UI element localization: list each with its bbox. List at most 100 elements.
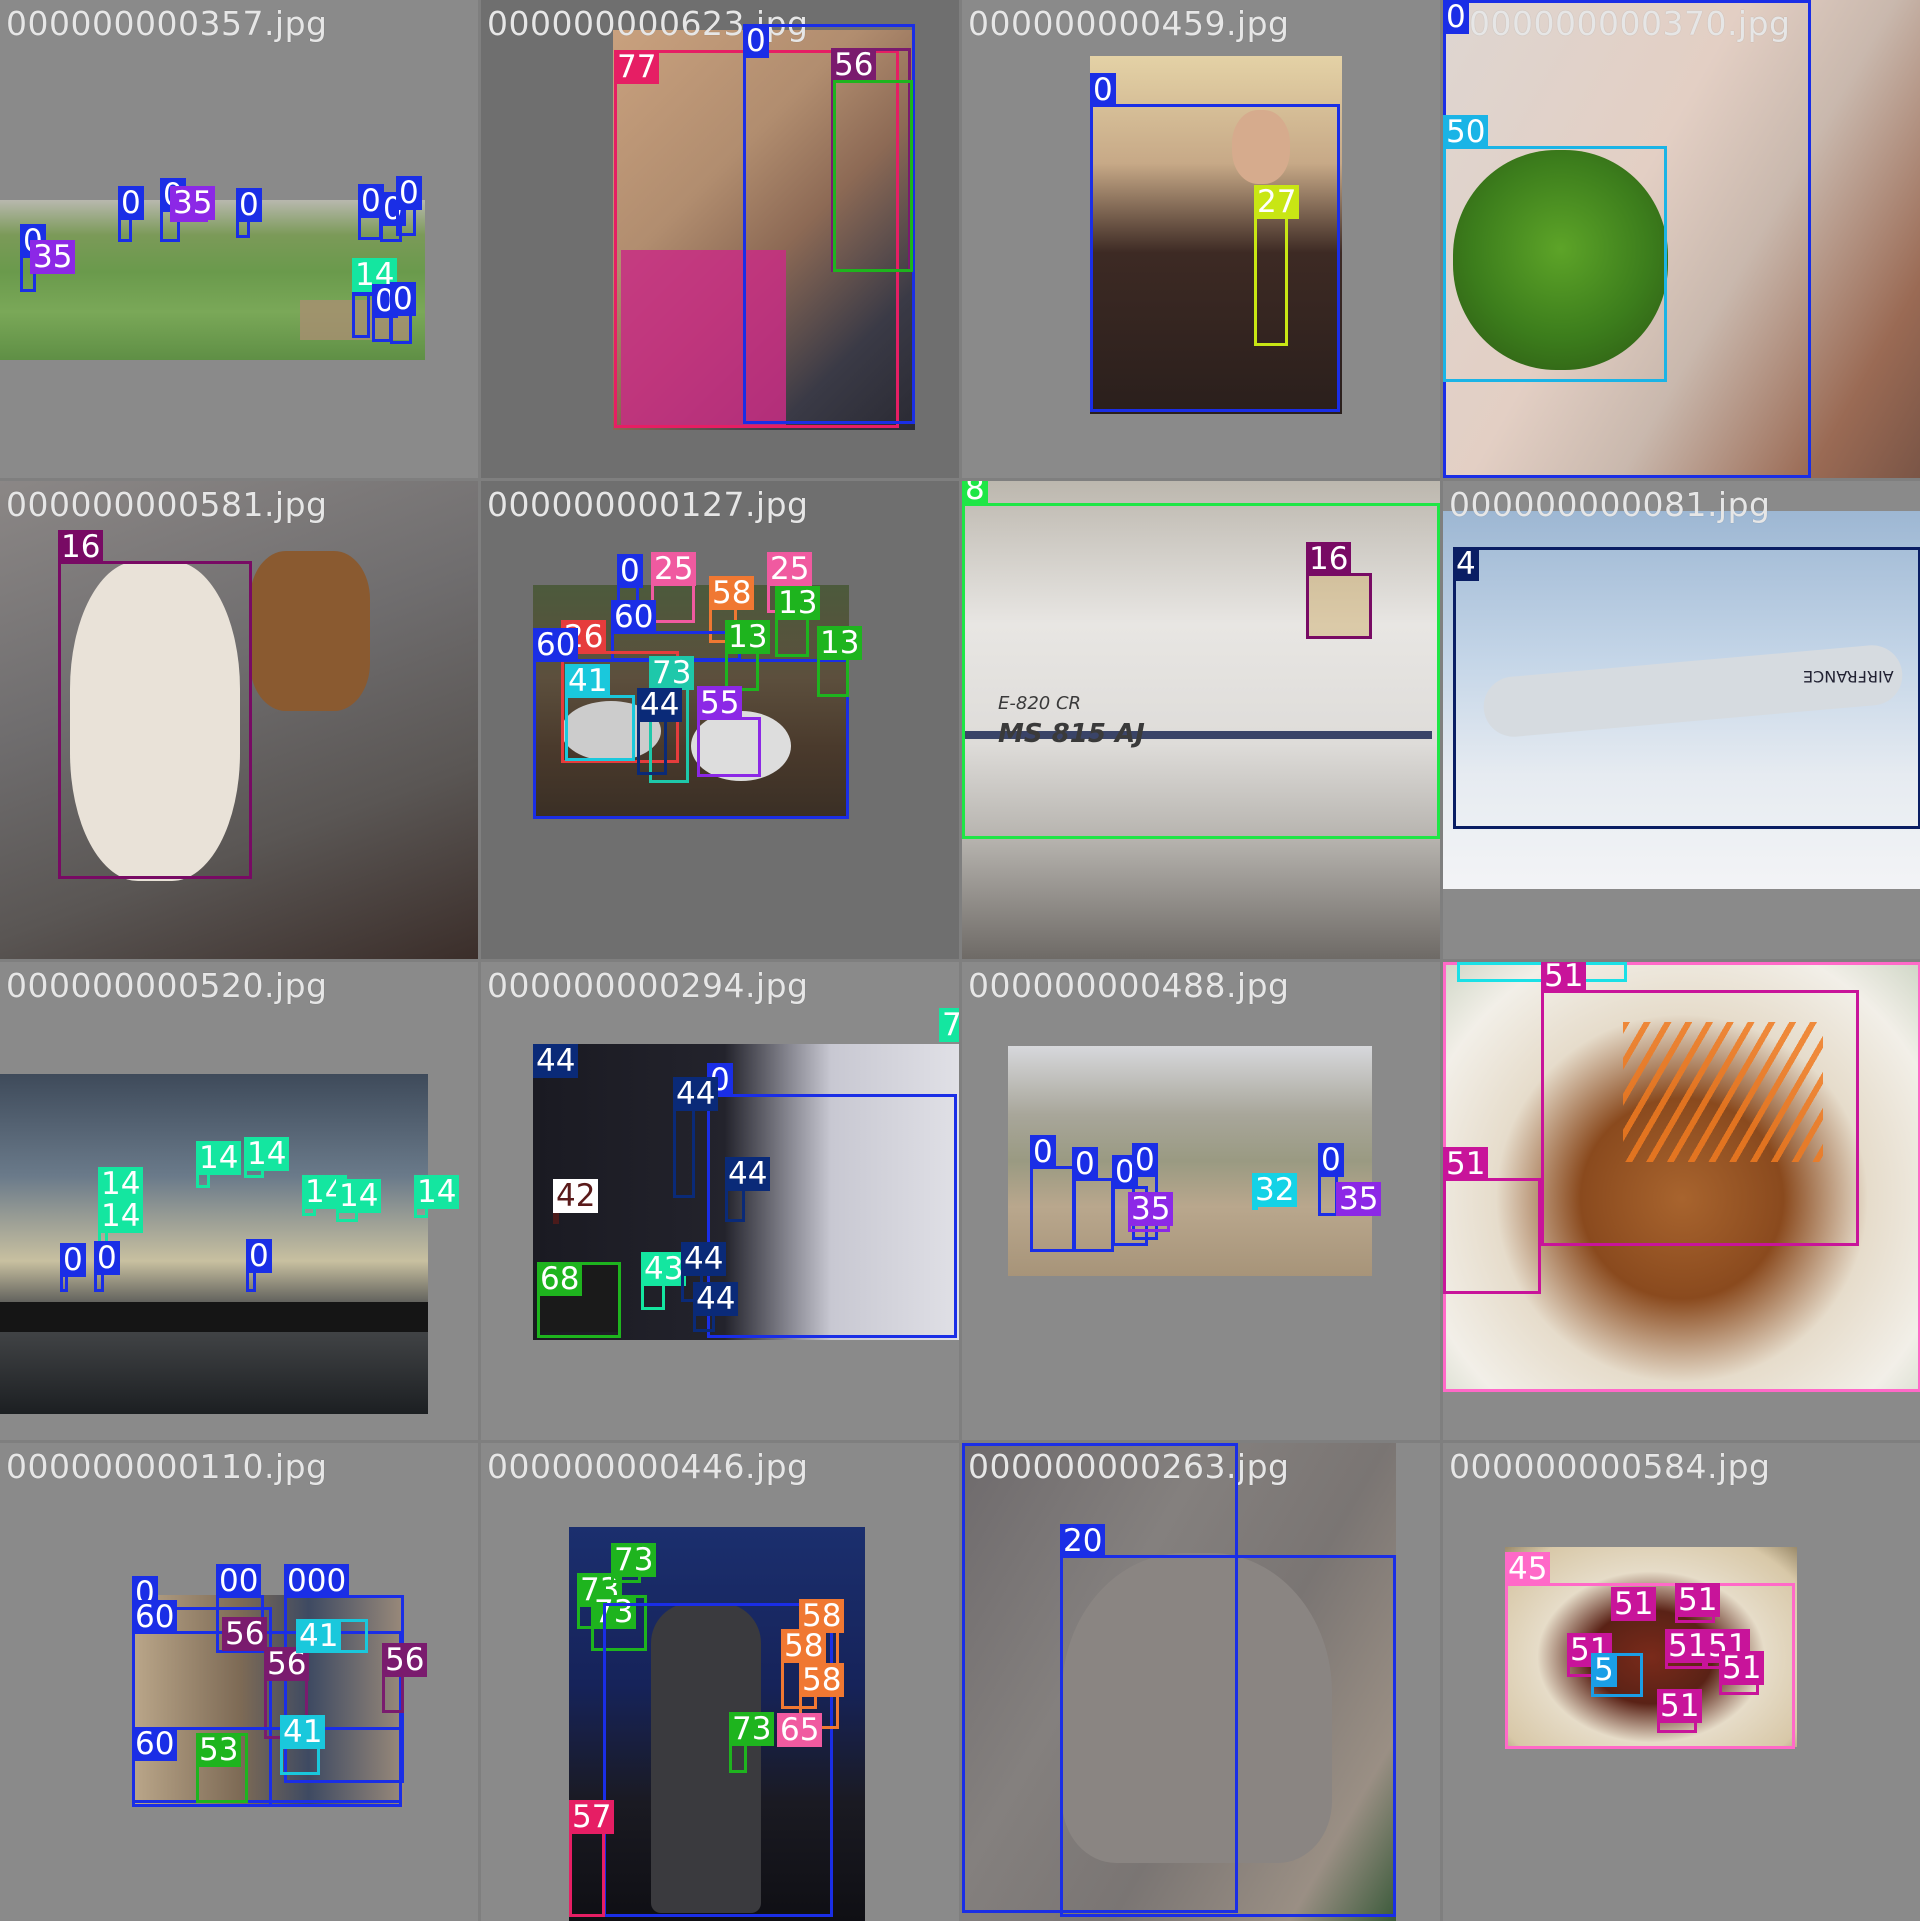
detection-box: 0 [372,284,398,342]
detection-box: 14 [98,1199,144,1244]
detection-box: 8 [962,481,1440,839]
detection-box: 35 [170,186,216,222]
detection-box: 41 [565,664,635,761]
tile-263: 000000000263.jpg 20 20 [962,1443,1440,1921]
detection-box: 58 [799,1599,845,1669]
detection-box: 51 [1541,962,1859,1246]
filename-label: 000000000520.jpg [6,966,328,1005]
detection-box: 44 [673,1077,719,1198]
detection-box: 0 [118,186,144,242]
detection-box: 0 [743,24,915,424]
filename-label: 000000000110.jpg [6,1447,328,1486]
detection-box: 0 [358,184,384,240]
detection-box: 51 [1675,1583,1721,1623]
boat-stripe [962,731,1432,739]
man-face [1232,110,1290,184]
detection-box: 58 [799,1663,845,1729]
detection-box: 44 [725,1157,771,1222]
detection-box: 44 [637,688,683,775]
detection-box: 0 [246,1239,272,1292]
detection-box: 0 [60,1243,86,1292]
detection-box: 56 [831,48,911,272]
detection-box: 0 [1090,73,1340,412]
photo-man-suit [1090,56,1342,414]
detection-box: 35 [1336,1182,1382,1216]
detection-box: 27 [1254,185,1300,346]
detection-box: 60 [132,1727,402,1807]
filename-label: 000000000357.jpg [6,4,328,43]
detection-box: 73 [729,1712,775,1773]
detection-box: 44 [533,1044,579,1078]
detection-box: 5 [1591,1653,1643,1697]
detection-box [833,80,913,272]
detection-box: 25 [767,552,813,613]
detection-box: 42 [553,1179,599,1224]
tile-623: 000000000623.jpg 77 0 56 [481,0,959,478]
tile-110: 000000000110.jpg 0 00 000 60 56 56 41 56… [0,1443,478,1921]
detection-box: 0 [1318,1143,1344,1216]
detection-box: 13 [817,626,863,697]
detection-box: 74 [939,1008,959,1042]
tile-584: 000000000584.jpg 45 51 51 51 51 51 51 51… [1443,1443,1920,1921]
detection-box: 14 [302,1175,348,1216]
tile-357: 000000000357.jpg 0 0 0 0 0 0 0 0 14 0 0 … [0,0,478,478]
detection-box: 44 [681,1242,727,1302]
photo-baseball-game [1008,1046,1372,1276]
filename-label: 000000000459.jpg [968,4,1290,43]
filename-label: 000000000294.jpg [487,966,809,1005]
detection-box: 51 [1443,1147,1541,1294]
detection-box: 50 [1443,115,1667,382]
detection-box: 0 [94,1241,120,1292]
filename-label: 000000000081.jpg [1449,485,1771,524]
detection-box: 51 [1611,1587,1657,1621]
filename-label: 000000000446.jpg [487,1447,809,1486]
detection-box: 14 [352,258,398,292]
detection-box: 20 [1060,1524,1396,1917]
detection-box: 14 [244,1137,290,1178]
detection-box: 41 [296,1619,368,1653]
pier [0,1302,428,1332]
plate [691,711,791,781]
tile-488: 000000000488.jpg 0 0 0 0 35 32 0 35 [962,962,1440,1440]
detection-box: 68 [537,1262,621,1338]
pink-apron [621,250,786,425]
detection-box: 58 [781,1629,827,1709]
detection-box: 14 [336,1179,382,1222]
tile-520: 000000000520.jpg 14 14 14 14 14 14 14 0 … [0,962,478,1440]
detection-box: 43 [641,1252,687,1310]
detection-box: 00 [216,1564,264,1653]
photo-pontoon-boat [962,481,1440,959]
elephant-calf [1062,1553,1332,1863]
detection-box: 0 [390,282,416,344]
tile-081: AIRFRANCE 000000000081.jpg 4 [1443,481,1920,959]
detection-box: 14 [196,1141,242,1188]
tile-459: 000000000459.jpg 0 27 [962,0,1440,478]
detection-box: 73 [611,1543,657,1583]
detection-box: 57 [569,1800,615,1917]
detection-box: 13 [775,586,821,657]
detection-box: 14 [98,1167,144,1212]
detection-box: 44 [693,1282,739,1332]
boat-registration: E-820 CR MS 815 AJ [998,693,1145,749]
detection-box: 0 [236,188,262,238]
detection-box: 65 [777,1713,823,1747]
detection-box [603,1603,833,1917]
detection-box: 0 [396,176,422,236]
detection-box: 13 [725,620,771,691]
giraffe-toy [250,551,370,711]
filename-label: 000000000370.jpg [1469,4,1791,43]
detection-box: 16 [1306,542,1372,639]
filename-label: 000000000488.jpg [968,966,1290,1005]
detection-box: 55 [697,686,761,777]
detection-box: 16 [58,530,252,879]
detection-box: 51 [1665,1629,1711,1669]
detection-box: 73 [591,1595,647,1651]
broccoli [1453,150,1668,370]
woman [651,1603,761,1913]
detection-box: 14 [414,1175,460,1218]
dog-body [70,561,240,881]
detection-box: 20 [962,1443,1238,1913]
tile-446: 000000000446.jpg 73 73 73 58 58 58 65 73… [481,1443,959,1921]
detection-box: 35 [1128,1192,1174,1232]
